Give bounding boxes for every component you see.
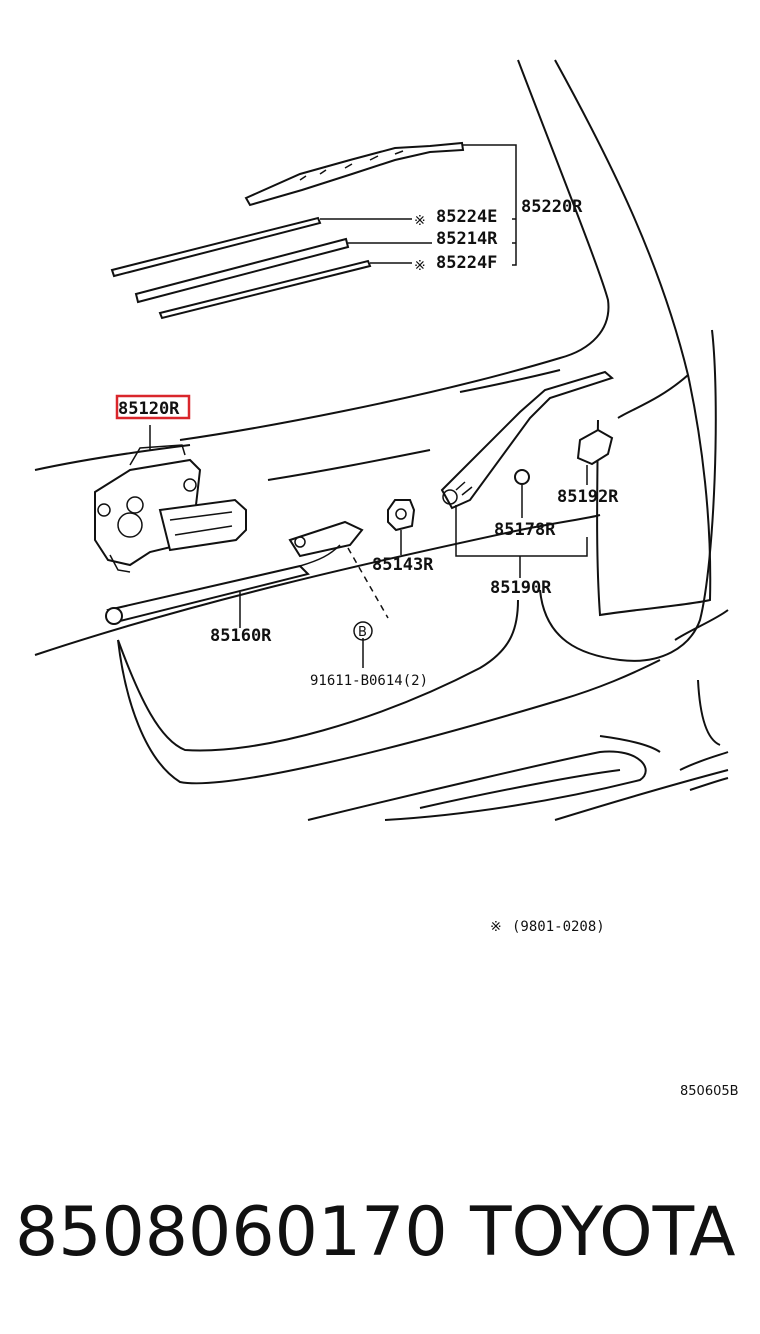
callout-b-circle — [353, 621, 373, 641]
date-note-mark: ※ — [490, 919, 502, 935]
part-labels: ※ 85224E 85220R 85214R ※ 85224F 85120R 8… — [118, 197, 619, 689]
blade-assembly-drawing — [110, 141, 465, 320]
callout-b: B — [358, 625, 367, 640]
hatch-outline — [34, 59, 729, 821]
label-85220r[interactable]: 85220R — [521, 197, 583, 217]
footer-part-number: 8508060170 — [15, 1193, 448, 1272]
label-85178r[interactable]: 85178R — [494, 520, 556, 540]
footer: 8508060170 TOYOTA — [15, 1193, 735, 1272]
label-85160r[interactable]: 85160R — [210, 626, 272, 646]
label-85120r[interactable]: 85120R — [118, 399, 180, 419]
label-91611[interactable]: 91611-B0614(2) — [310, 673, 428, 689]
diagram-code: 850605B — [680, 1084, 739, 1099]
label-85214r[interactable]: 85214R — [436, 229, 498, 249]
arm-drawing — [387, 370, 615, 532]
label-85224f[interactable]: 85224F — [436, 253, 497, 273]
link-drawing — [105, 520, 389, 628]
label-85224e[interactable]: 85224E — [436, 207, 497, 227]
date-note: (9801-0208) — [512, 919, 605, 935]
footer-brand: TOYOTA — [469, 1193, 735, 1272]
label-85143r[interactable]: 85143R — [372, 555, 434, 575]
blade-leaders — [320, 144, 517, 266]
label-85192r[interactable]: 85192R — [557, 487, 619, 507]
notes: ※ (9801-0208) 850605B — [490, 919, 739, 1099]
arm-leaders — [362, 465, 588, 668]
ref-mark-f: ※ — [414, 258, 426, 274]
label-85190r[interactable]: 85190R — [490, 578, 552, 598]
motor-drawing — [94, 425, 247, 573]
motor-label-highlight — [115, 394, 191, 420]
ref-mark-e: ※ — [414, 213, 426, 229]
